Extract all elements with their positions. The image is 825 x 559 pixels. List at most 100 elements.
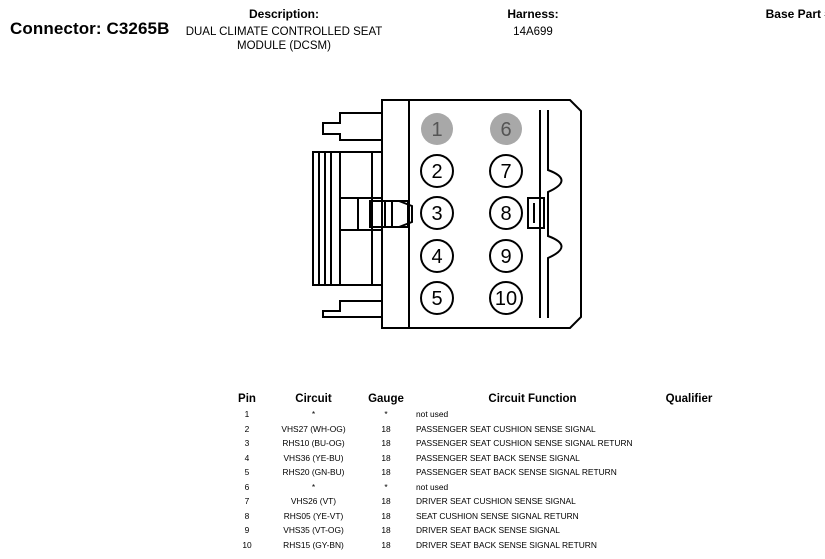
pinout-table: Pin Circuit Gauge Circuit Function Quali… [228, 391, 724, 552]
cell-circuit-function: DRIVER SEAT BACK SENSE SIGNAL RETURN [416, 539, 597, 550]
cell-circuit: VHS27 (WH-OG) [281, 423, 346, 434]
header-pin: Pin [238, 393, 256, 405]
cell-pin: 9 [244, 525, 250, 536]
table-row: 6 * * not used [228, 480, 724, 495]
table-row: 1 * * not used [228, 407, 724, 422]
cell-circuit: RHS05 (YE-VT) [283, 510, 344, 521]
header-circuit: Circuit [295, 393, 332, 405]
cell-circuit-function: not used [416, 409, 449, 420]
table-row: 10 RHS15 (GY-BN) 18 DRIVER SEAT BACK SENSE … [228, 538, 724, 553]
cell-circuit: * [311, 409, 316, 420]
pin-number: 6 [500, 119, 511, 141]
cell-pin: 3 [244, 438, 250, 449]
cell-pin: 7 [244, 496, 250, 507]
cell-qualifier [654, 480, 724, 495]
pin-6: 6 [490, 113, 522, 145]
pin-4: 4 [420, 239, 454, 273]
cell-gauge: 18 [381, 525, 391, 536]
pin-circle [420, 154, 454, 188]
pin-number: 8 [500, 203, 511, 225]
pin-number: 1 [431, 119, 442, 141]
pin-number: 5 [431, 288, 442, 310]
description-heading: Description: [248, 7, 319, 21]
cell-gauge: 18 [381, 510, 391, 521]
cell-circuit-function: PASSENGER SEAT BACK SENSE SIGNAL RETURN [416, 467, 617, 478]
cell-pin: 4 [244, 452, 250, 463]
cell-circuit: VHS36 (YE-BU) [283, 452, 344, 463]
pin-7: 7 [489, 154, 523, 188]
description-line-2: MODULE (DCSM) [237, 40, 331, 52]
cell-qualifier [654, 494, 724, 509]
cell-qualifier [654, 422, 724, 437]
cell-qualifier [654, 436, 724, 451]
pin-circle [421, 113, 453, 145]
table-row: 4 VHS36 (YE-BU) 18 PASSENGER SEAT BACK SENS… [228, 451, 724, 466]
header-circuit-function: Circuit Function [488, 393, 577, 405]
cell-circuit-function: PASSENGER SEAT CUSHION SENSE SIGNAL [416, 423, 596, 434]
pin-circle [420, 281, 454, 315]
pin-1: 1 [421, 113, 453, 145]
pinout-table-header: Pin Circuit Gauge Circuit Function Quali… [228, 391, 724, 407]
pin-3: 3 [420, 196, 454, 230]
pin-circle [489, 154, 523, 188]
pin-circle [489, 281, 523, 315]
cell-circuit-function: PASSENGER SEAT BACK SENSE SIGNAL [416, 452, 580, 463]
connector-label: Connector: C3265B [10, 19, 170, 38]
table-row: 5 RHS20 (GN-BU) 18 PASSENGER SEAT BACK SENS… [228, 465, 724, 480]
cell-circuit-function: PASSENGER SEAT CUSHION SENSE SIGNAL RETU… [416, 438, 633, 449]
cell-pin: 5 [244, 467, 250, 478]
cell-gauge: 18 [381, 539, 391, 550]
pin-circle [420, 239, 454, 273]
pin-5: 5 [420, 281, 454, 315]
cell-gauge: 18 [381, 438, 391, 449]
header-gauge: Gauge [368, 393, 404, 405]
pin-number: 3 [431, 203, 442, 225]
harness-value: 14A699 [513, 26, 553, 38]
cell-circuit: RHS10 (BU-OG) [282, 438, 345, 449]
table-row: 3 RHS10 (BU-OG) 18 PASSENGER SEAT CUSHION S… [228, 436, 724, 451]
pin-circle [420, 196, 454, 230]
pin-circle [489, 239, 523, 273]
cell-gauge: 18 [381, 496, 391, 507]
pin-8: 8 [489, 196, 523, 230]
cell-qualifier [654, 538, 724, 553]
pin-circle [489, 196, 523, 230]
harness-heading: Harness: [507, 7, 559, 21]
table-row: 9 VHS35 (VT-OG) 18 DRIVER SEAT BACK SENSE S… [228, 523, 724, 538]
cell-gauge: * [384, 409, 388, 420]
pin-number: 2 [431, 161, 442, 183]
base-part-heading: Base Part #: [765, 7, 825, 21]
pin-9: 9 [489, 239, 523, 273]
cell-pin: 8 [244, 510, 250, 521]
pin-cavities: 1 6 2 7 3 8 4 9 5 10 [420, 113, 523, 315]
cell-qualifier [654, 523, 724, 538]
cell-circuit: RHS20 (GN-BU) [282, 467, 345, 478]
pin-number: 9 [500, 246, 511, 268]
cell-circuit: VHS35 (VT-OG) [283, 525, 344, 536]
cell-circuit-function: not used [416, 481, 449, 492]
cell-gauge: 18 [381, 423, 391, 434]
description-line-1: DUAL CLIMATE CONTROLLED SEAT [185, 26, 383, 38]
cell-circuit: RHS15 (GY-BN) [283, 539, 344, 550]
cell-gauge: * [384, 481, 388, 492]
pin-number: 7 [500, 161, 511, 183]
cell-pin: 1 [244, 409, 250, 420]
pin-number: 4 [431, 246, 442, 268]
cell-circuit: * [311, 481, 316, 492]
pin-10: 10 [489, 281, 523, 315]
cell-qualifier [654, 451, 724, 466]
cell-circuit-function: DRIVER SEAT BACK SENSE SIGNAL [416, 525, 560, 536]
cell-gauge: 18 [381, 467, 391, 478]
connector-housing [312, 99, 582, 329]
pin-2: 2 [420, 154, 454, 188]
header-qualifier: Qualifier [665, 393, 713, 405]
cell-qualifier [654, 509, 724, 524]
pin-number: 10 [495, 288, 517, 310]
cell-pin: 6 [244, 481, 250, 492]
cell-pin: 10 [242, 539, 252, 550]
cell-circuit: VHS26 (VT) [290, 496, 337, 507]
cell-gauge: 18 [381, 452, 391, 463]
